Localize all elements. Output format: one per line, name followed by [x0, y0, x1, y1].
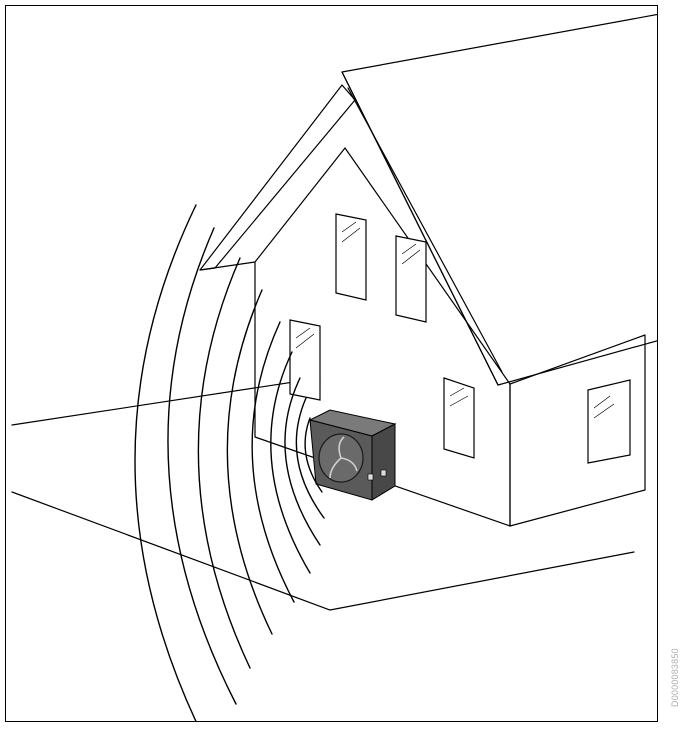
reference-code: D0000083850 — [670, 648, 680, 707]
main-roof — [342, 14, 660, 385]
window — [444, 378, 474, 458]
ground-lines — [12, 378, 634, 610]
window — [336, 214, 366, 300]
sound-wave-icon — [135, 205, 324, 730]
window — [588, 380, 630, 463]
window — [396, 236, 426, 322]
left-eave — [200, 85, 355, 270]
heat-pump-icon — [310, 410, 395, 500]
